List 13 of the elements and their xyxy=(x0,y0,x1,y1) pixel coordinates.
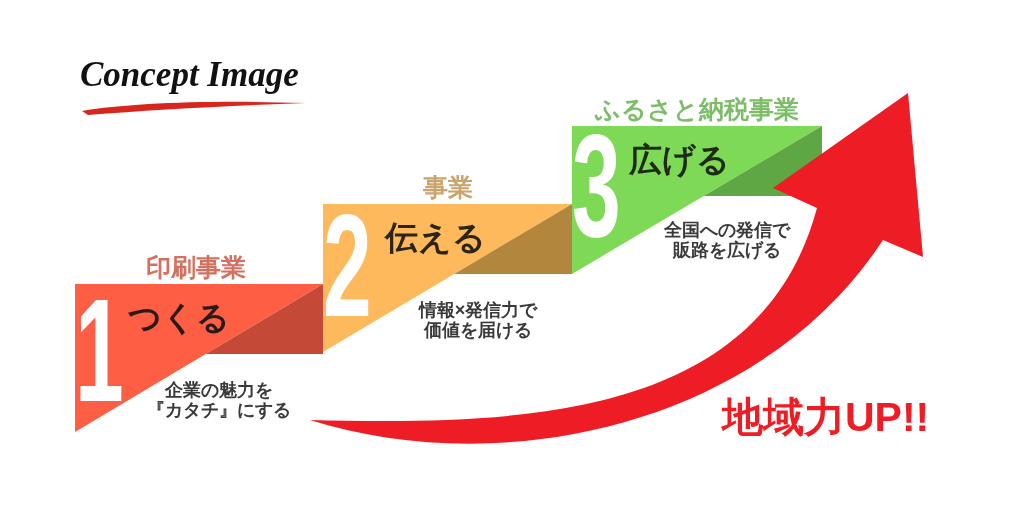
step-description: 企業の魅力を『カタチ』にする xyxy=(147,380,291,420)
step-description: 情報×発信力で価値を届ける xyxy=(418,300,538,340)
category-heading: 事業 xyxy=(423,173,473,201)
step-number: 2 xyxy=(323,213,372,318)
slogan-text: 地域力UP!! xyxy=(722,394,930,441)
step-title: 伝える xyxy=(385,218,486,258)
step-description: 全国への発信で販路を広げる xyxy=(664,220,790,260)
step-title: 広げる xyxy=(629,140,730,180)
category-heading: 印刷事業 xyxy=(146,253,246,281)
step-number: 3 xyxy=(572,133,621,238)
step-number: 1 xyxy=(75,298,124,403)
step-title: つくる xyxy=(128,298,230,338)
category-heading: ふるさと納税事業 xyxy=(595,95,799,123)
